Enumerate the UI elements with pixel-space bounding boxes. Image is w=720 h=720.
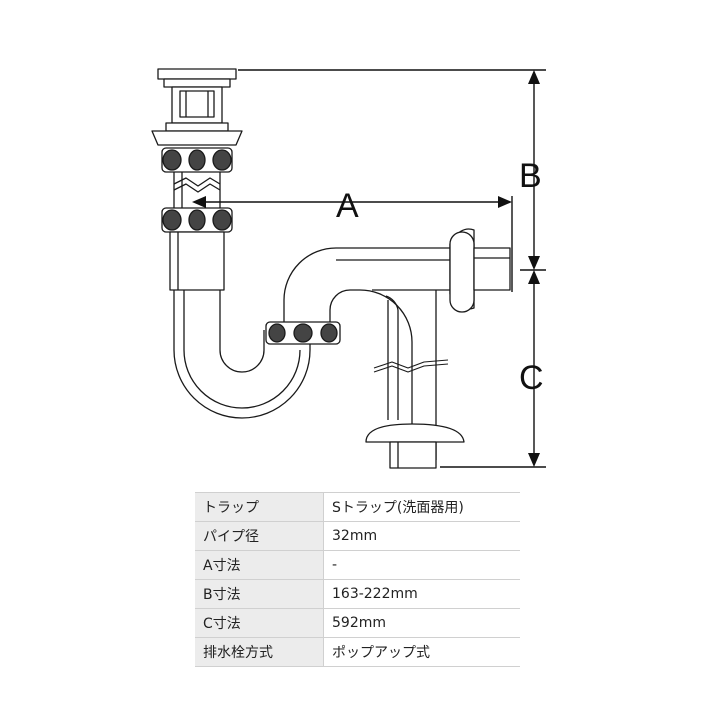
row-value-drain-type: ポップアップ式 bbox=[323, 637, 520, 667]
table-row: トラップ Sトラップ(洗面器用) bbox=[195, 492, 520, 522]
pipe-break-mark bbox=[373, 359, 449, 369]
spec-table: トラップ Sトラップ(洗面器用) パイプ径 32mm A寸法 - B寸法 163… bbox=[195, 492, 520, 667]
vertical-tailpiece bbox=[173, 172, 221, 212]
row-value-dim-a: - bbox=[323, 550, 520, 580]
dimension-a-arrow bbox=[192, 196, 512, 208]
dimension-c-label: C bbox=[519, 359, 544, 397]
row-value-dim-c: 592mm bbox=[323, 608, 520, 638]
floor-flange bbox=[365, 423, 465, 469]
u-bend-nut bbox=[265, 321, 341, 345]
row-label-pipe-diameter: パイプ径 bbox=[195, 521, 324, 551]
table-row: B寸法 163-222mm bbox=[195, 579, 520, 609]
table-row: C寸法 592mm bbox=[195, 608, 520, 638]
table-row: 排水栓方式 ポップアップ式 bbox=[195, 637, 520, 667]
dimension-c-arrow bbox=[528, 270, 540, 467]
row-label-dim-b: B寸法 bbox=[195, 579, 324, 609]
dimension-b-label: B bbox=[519, 157, 542, 195]
row-value-pipe-diameter: 32mm bbox=[323, 521, 520, 551]
row-label-dim-c: C寸法 bbox=[195, 608, 324, 638]
u-bend-pipe bbox=[169, 231, 311, 419]
middle-nut bbox=[161, 207, 233, 233]
row-label-drain-type: 排水栓方式 bbox=[195, 637, 324, 667]
dimension-b-arrow bbox=[528, 70, 540, 270]
upper-nut bbox=[161, 147, 233, 173]
table-row: パイプ径 32mm bbox=[195, 521, 520, 551]
row-value-trap: Sトラップ(洗面器用) bbox=[323, 492, 520, 522]
row-label-dim-a: A寸法 bbox=[195, 550, 324, 580]
row-label-trap: トラップ bbox=[195, 492, 324, 522]
table-row: A寸法 - bbox=[195, 550, 520, 580]
s-trap-diagram: A B C bbox=[151, 68, 546, 469]
wall-flange bbox=[449, 228, 511, 313]
popup-drain-head bbox=[151, 68, 243, 146]
dimension-a-label: A bbox=[336, 187, 359, 225]
row-value-dim-b: 163-222mm bbox=[323, 579, 520, 609]
